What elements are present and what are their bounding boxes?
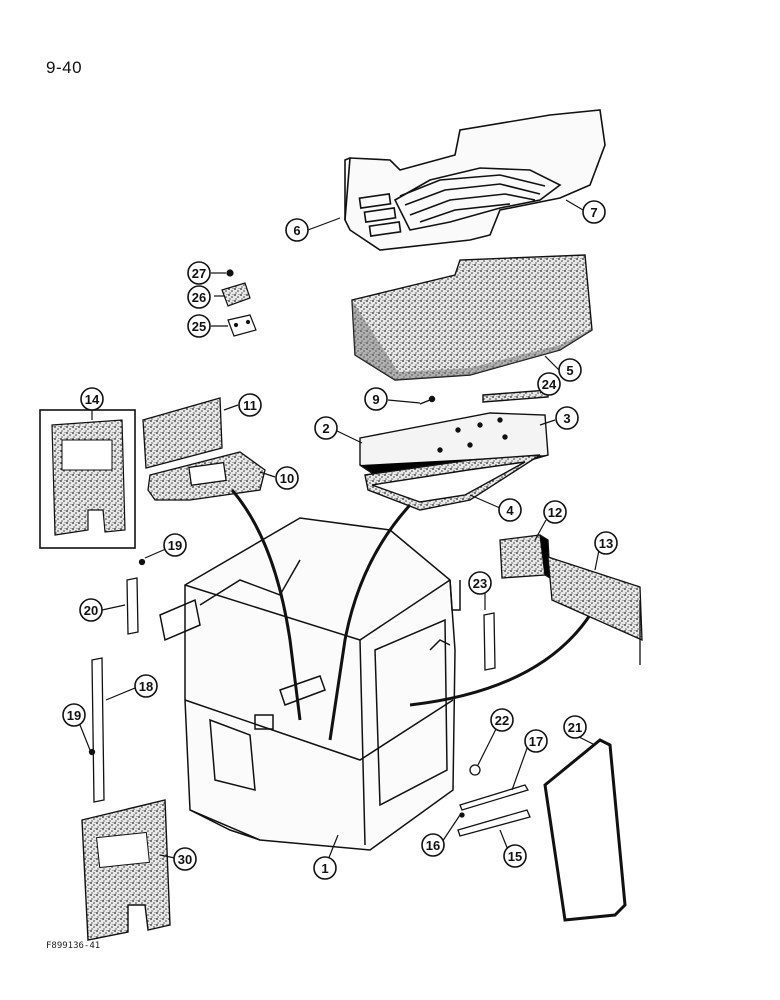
- svg-text:11: 11: [243, 398, 257, 413]
- callout-2: 2: [314, 416, 338, 440]
- svg-text:9: 9: [372, 392, 379, 407]
- svg-text:19: 19: [168, 538, 182, 553]
- callout-26: 26: [187, 285, 211, 309]
- svg-text:1: 1: [321, 861, 328, 876]
- svg-text:10: 10: [280, 471, 294, 486]
- svg-text:26: 26: [192, 290, 206, 305]
- svg-text:3: 3: [563, 411, 570, 426]
- callout-9: 9: [364, 387, 388, 411]
- svg-text:7: 7: [590, 205, 597, 220]
- svg-text:25: 25: [192, 319, 206, 334]
- callout-20: 20: [79, 598, 103, 622]
- svg-text:16: 16: [426, 838, 440, 853]
- callout-10: 10: [275, 466, 299, 490]
- svg-text:23: 23: [473, 576, 487, 591]
- callout-23: 23: [468, 571, 492, 595]
- callout-22: 22: [490, 708, 514, 732]
- svg-text:19: 19: [67, 708, 81, 723]
- leader-lines: [230, 489, 592, 741]
- cover-plate-parts: [211, 269, 257, 337]
- svg-text:12: 12: [548, 505, 562, 520]
- lower-mat: [81, 799, 171, 941]
- callout-16: 16: [421, 833, 445, 857]
- trim-strips: [88, 558, 496, 803]
- svg-text:17: 17: [529, 734, 543, 749]
- callout-19-lower: 19: [62, 703, 86, 727]
- insulation-pad: [351, 254, 593, 381]
- callout-21: 21: [563, 715, 587, 739]
- svg-text:27: 27: [192, 266, 206, 281]
- callout-30: 30: [173, 847, 197, 871]
- callout-13: 13: [594, 531, 618, 555]
- figure-code: F899136-41: [46, 941, 101, 951]
- callout-7: 7: [582, 200, 606, 224]
- svg-text:5: 5: [566, 363, 573, 378]
- floor-plate-assembly: [359, 389, 549, 511]
- inset-box: [39, 409, 136, 549]
- svg-text:30: 30: [178, 852, 192, 867]
- callout-17: 17: [524, 729, 548, 753]
- callout-6: 6: [285, 218, 309, 242]
- svg-text:24: 24: [542, 377, 557, 392]
- svg-text:4: 4: [506, 503, 514, 518]
- cab-frame: [159, 517, 461, 851]
- floor-mat: [344, 109, 606, 251]
- svg-text:15: 15: [508, 849, 522, 864]
- callout-25: 25: [187, 314, 211, 338]
- svg-text:2: 2: [322, 421, 329, 436]
- callout-11: 11: [238, 393, 262, 417]
- svg-text:6: 6: [293, 223, 300, 238]
- callout-3: 3: [555, 406, 579, 430]
- svg-text:20: 20: [84, 603, 98, 618]
- callout-5: 5: [558, 358, 582, 382]
- svg-text:13: 13: [599, 536, 613, 551]
- callout-14: 14: [80, 387, 104, 411]
- callout-15: 15: [503, 844, 527, 868]
- callout-24: 24: [537, 372, 561, 396]
- callout-12: 12: [543, 500, 567, 524]
- lower-trim-parts: [457, 764, 531, 837]
- callouts: 6 7 27 26 25 5 9 24 2 3 14 11 10 4 12 13…: [62, 200, 618, 880]
- page-number: 9-40: [46, 58, 83, 77]
- callout-27: 27: [187, 261, 211, 285]
- right-panels: [499, 534, 643, 665]
- callout-1: 1: [313, 856, 337, 880]
- left-mats: [142, 397, 266, 501]
- svg-text:14: 14: [85, 392, 100, 407]
- svg-text:22: 22: [495, 713, 509, 728]
- svg-text:18: 18: [139, 679, 153, 694]
- glass-panel: [543, 738, 627, 922]
- callout-18: 18: [134, 674, 158, 698]
- callout-4: 4: [498, 498, 522, 522]
- svg-text:21: 21: [568, 720, 582, 735]
- callout-19-upper: 19: [163, 533, 187, 557]
